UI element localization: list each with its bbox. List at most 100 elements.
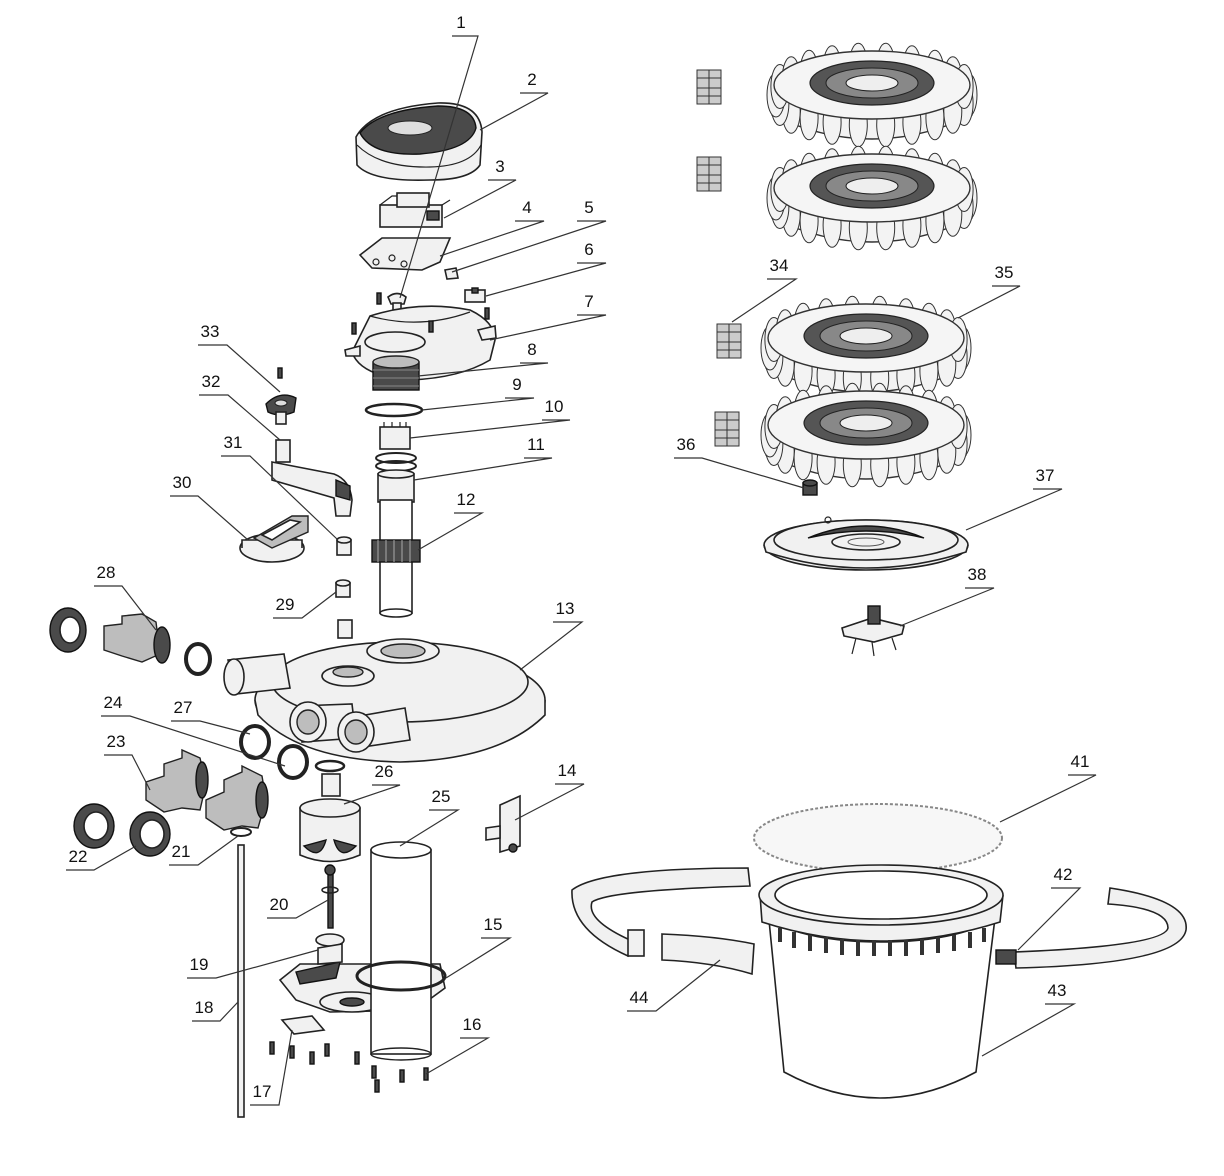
callout-16: 16 [463,1015,482,1034]
callout-29: 29 [276,595,295,614]
callout-37: 37 [1036,466,1055,485]
callout-25: 25 [432,787,451,806]
callout-8: 8 [527,340,536,359]
callout-24: 24 [104,693,123,712]
part-5-clip [444,267,459,280]
leader-line-7 [489,314,607,341]
part-22-union-nut [73,803,115,849]
filter-sponge-stack [696,42,978,488]
leader-line-32 [199,394,281,441]
part-25-inner-tube [355,841,447,1061]
leader-line-23 [104,754,151,791]
leader-line-44 [627,959,721,1012]
filter-sponge-2 [696,145,978,251]
part-28-ring [184,642,212,676]
leader-line-24 [101,715,286,767]
leader-line-31 [221,455,339,541]
callout-26: 26 [375,762,394,781]
part-34-bio-media [696,156,722,192]
leader-line-6 [485,262,607,297]
callout-15: 15 [484,915,503,934]
leader-line-21 [169,835,239,866]
filter-sponge-1 [696,42,978,148]
leader-line-29 [273,591,337,619]
part-44-clamp-segment [661,933,755,976]
part-37-base-tray [763,516,969,571]
part-17-blade [280,1015,326,1035]
callout-32: 32 [202,372,221,391]
callout-44: 44 [630,988,649,1007]
part-24-gasket-ring [277,744,309,780]
part-8-threaded-collar [372,355,420,391]
part-31-bushing [336,536,352,556]
part-3-transformer [379,192,451,228]
leader-line-14 [514,783,585,821]
leader-line-17 [250,1029,293,1106]
callout-18: 18 [195,998,214,1017]
part-34-bio-media [714,411,740,447]
leader-line-13 [519,621,584,671]
callout-28: 28 [97,563,116,582]
callout-4: 4 [522,198,531,217]
part-28-inlet-connector [49,607,171,664]
leader-line-12 [417,512,485,551]
leader-line-35 [957,285,1021,319]
callout-9: 9 [512,375,521,394]
part-32-crank-handle [271,439,353,517]
leader-line-42 [1017,887,1082,951]
part-14-bracket [485,794,521,854]
leader-line-41 [999,774,1097,823]
part-29-bushing [335,579,351,598]
leader-line-27 [171,720,251,735]
callout-34: 34 [770,256,789,275]
leader-line-18 [192,1001,239,1022]
leader-line-4 [439,220,545,257]
leader-line-37 [965,488,1063,531]
part-43-canister [758,864,1004,1099]
callout-11: 11 [527,435,545,454]
part-13-filter-lid [223,619,546,763]
leader-line-22 [66,845,137,871]
leader-line-10 [409,419,571,439]
part-11-quartz-sleeve [375,452,417,503]
callout-19: 19 [190,955,209,974]
leader-line-19 [187,949,319,979]
leader-line-2 [479,92,549,131]
part-21-ring [230,827,252,837]
callout-17: 17 [253,1082,272,1101]
part-19-impeller [315,933,345,965]
leader-line-20 [267,899,329,919]
leader-line-8 [417,362,549,377]
callout-41: 41 [1071,752,1090,771]
part-34-bio-media [716,323,742,359]
callout-35: 35 [995,263,1014,282]
part-27-gasket-ring [239,724,271,760]
callout-43: 43 [1048,981,1067,1000]
callout-27: 27 [174,698,193,717]
part-2-top-cover [355,102,483,182]
callout-3: 3 [495,157,504,176]
callout-42: 42 [1054,865,1073,884]
part-16-screws [269,1041,429,1093]
callout-2: 2 [527,70,536,89]
filter-sponge-4 [714,382,972,488]
leader-line-36 [674,457,805,489]
part-4-mounting-plate [358,237,452,271]
leader-line-1 [399,35,479,299]
callout-14: 14 [558,761,577,780]
part-12-sleeve-tube [371,499,421,618]
leader-line-9 [421,397,535,411]
leader-line-33 [198,344,281,393]
callout-22: 22 [69,847,88,866]
callout-36: 36 [677,435,696,454]
part-38-spindle [841,605,905,657]
callout-33: 33 [201,322,220,341]
part-42-clamp-band-right [995,887,1187,969]
leader-line-43 [981,1003,1077,1057]
part-clamp-band-left [571,867,751,958]
part-23b-hose-tail [205,764,269,831]
part-6-switch [464,287,486,303]
callout-7: 7 [584,292,593,311]
